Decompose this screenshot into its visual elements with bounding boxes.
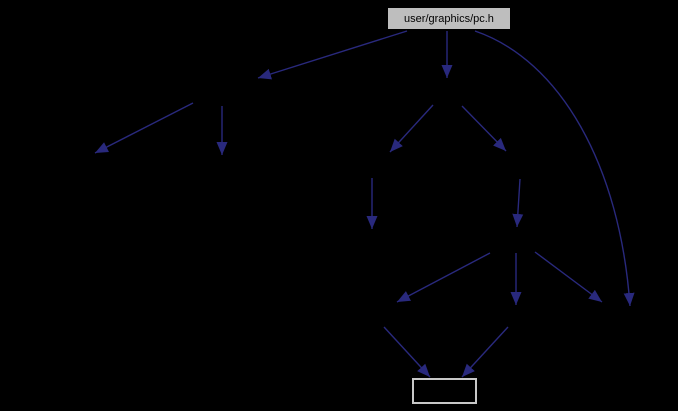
graph-node-main-label: user/graphics/pc.h xyxy=(404,12,494,25)
edge-node-a-to-leaf-1 xyxy=(94,102,194,154)
graph-node-main: user/graphics/pc.h xyxy=(387,7,511,30)
edge-main-to-node-a xyxy=(257,30,408,80)
edge-node-b-to-node-c xyxy=(389,104,434,153)
edge-node-f-to-node-g xyxy=(396,252,491,303)
edge-node-f-to-node-i xyxy=(534,251,603,303)
graph-node-leaf[interactable] xyxy=(412,378,477,404)
edge-node-h-to-leaf-box xyxy=(461,326,509,378)
edge-node-d-to-node-f xyxy=(512,178,524,228)
edge-node-g-to-leaf-box xyxy=(383,326,431,378)
edge-main-to-node-i xyxy=(474,30,635,307)
edge-node-b-to-node-d xyxy=(461,105,507,152)
